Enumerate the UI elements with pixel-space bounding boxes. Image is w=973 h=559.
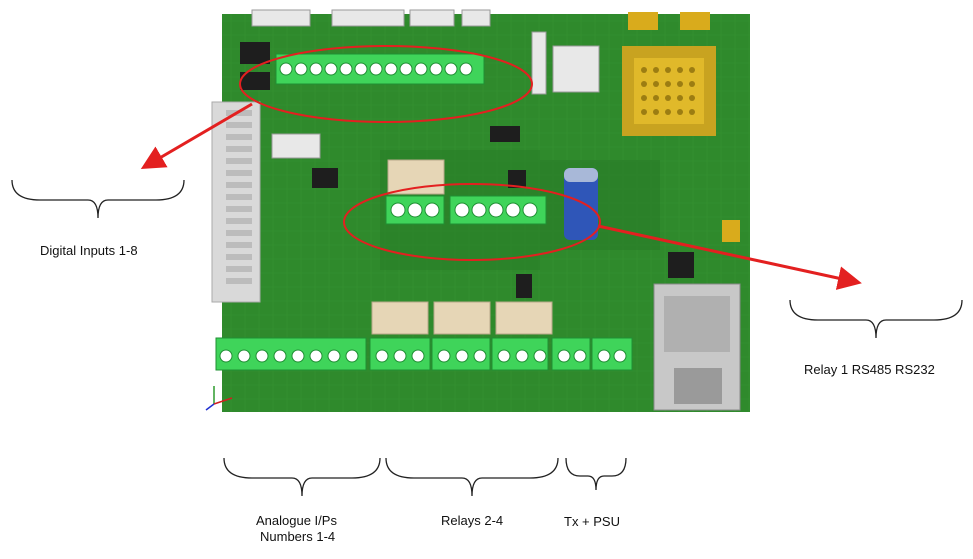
top-terminal-block: [275, 53, 485, 85]
digital-inputs-arrow: [140, 102, 253, 170]
relays-2-4-brace: [385, 457, 559, 497]
bottom-terminal-blocks: [215, 337, 633, 371]
middle-terminal-blocks: [385, 195, 547, 225]
tx-psu-label: Tx + PSU: [564, 514, 620, 529]
relays: [371, 159, 553, 335]
analogue-brace: [223, 457, 381, 497]
ribbon-connector: [211, 101, 261, 303]
capacitor: [564, 168, 598, 240]
relay-comms-label: Relay 1 RS485 RS232: [804, 362, 935, 377]
relays-2-4-label: Relays 2-4: [441, 513, 504, 528]
axis-glyph: [205, 386, 233, 411]
tx-psu-brace: [565, 457, 627, 491]
relay-comms-brace: [789, 299, 963, 339]
analogue-label-line2: Numbers 1-4: [260, 529, 336, 544]
digital-inputs-highlight: [239, 45, 533, 123]
digital-inputs-label: Digital Inputs 1-8: [40, 243, 138, 258]
gold-module: [622, 12, 740, 242]
relay-comms-arrow: [597, 224, 862, 290]
relay-comms-highlight: [343, 183, 601, 261]
top-headers: [251, 9, 600, 159]
ic-chips: [240, 42, 694, 298]
rj45-jack: [653, 283, 741, 411]
analogue-label-line1: Analogue I/Ps: [256, 513, 337, 528]
digital-inputs-brace: [11, 179, 185, 219]
